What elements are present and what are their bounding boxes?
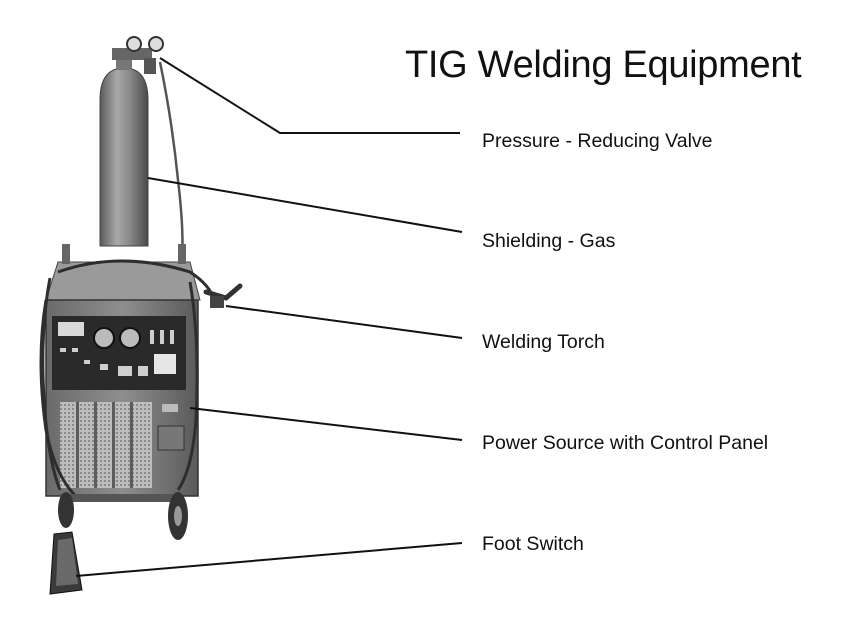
label-foot-switch: Foot Switch: [482, 533, 584, 555]
leader-line-foot-switch: [75, 542, 463, 577]
welding-torch: [203, 283, 243, 308]
vent-grille: [60, 402, 152, 488]
gas-hose: [158, 61, 184, 261]
cart-wheels: [58, 492, 188, 540]
gas-cylinder: [99, 56, 149, 247]
leader-line-welding-torch: [225, 305, 463, 339]
label-power-source: Power Source with Control Panel: [482, 432, 769, 454]
label-pressure-reducing-valve: Pressure - Reducing Valve: [482, 130, 713, 152]
leader-lines: [75, 57, 463, 577]
leader-line-power-source: [189, 407, 463, 441]
leader-line-pressure-valve: [159, 57, 460, 134]
leader-line-shielding-gas: [147, 177, 463, 233]
control-knob: [93, 327, 115, 349]
machine-top: [45, 244, 201, 301]
diagram-title: TIG Welding Equipment: [405, 44, 802, 86]
power-source-cabinet: [45, 299, 199, 497]
label-welding-torch: Welding Torch: [482, 331, 605, 353]
foot-switch-pedal: [49, 531, 83, 595]
pressure-regulator: [112, 36, 164, 74]
label-shielding-gas: Shielding - Gas: [482, 230, 616, 252]
torch-cable: [39, 259, 216, 502]
control-knob: [119, 327, 141, 349]
